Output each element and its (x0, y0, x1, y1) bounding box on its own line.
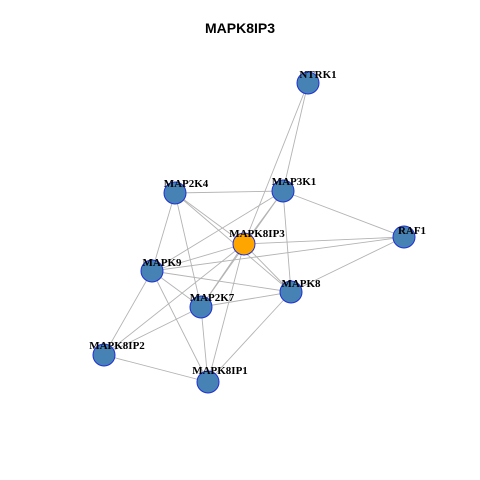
node-label-mapk8ip3: MAPK8IP3 (229, 228, 285, 240)
edge-map3k1-raf1 (282, 190, 405, 238)
node-label-map3k1: MAP3K1 (272, 176, 317, 188)
edge-raf1-mapk9 (151, 236, 405, 272)
edge-map2k4-mapk8ip3 (174, 192, 245, 245)
edge-mapk8ip3-mapk8ip2 (103, 243, 245, 356)
node-mapk8ip3[interactable] (232, 232, 256, 256)
node-label-map2k7: MAP2K7 (190, 292, 235, 304)
edge-map3k1-mapk9 (151, 190, 284, 272)
node-map3k1[interactable] (271, 179, 295, 203)
node-map2k4[interactable] (163, 181, 187, 205)
edge-raf1-mapk8 (290, 236, 405, 293)
edge-mapk8ip3-mapk8ip1 (207, 243, 245, 383)
node-raf1[interactable] (392, 225, 416, 249)
chart-title: MAPK8IP3 (204, 20, 276, 36)
edge-mapk9-mapk8ip2 (103, 270, 153, 356)
edge-mapk8ip2-mapk8ip1 (103, 354, 209, 383)
node-label-mapk8ip1: MAPK8IP1 (192, 365, 248, 377)
node-map2k7[interactable] (189, 295, 213, 319)
edge-ntrk1-map3k1 (282, 82, 309, 192)
node-mapk8[interactable] (279, 280, 303, 304)
node-label-mapk8ip2: MAPK8IP2 (89, 340, 145, 352)
edge-mapk9-mapk8 (151, 270, 292, 293)
edge-mapk8ip3-mapk9 (151, 243, 245, 272)
edge-mapk8ip3-raf1 (243, 236, 405, 245)
node-mapk8ip1[interactable] (196, 370, 220, 394)
node-mapk9[interactable] (140, 259, 164, 283)
edge-map2k7-mapk8ip1 (200, 306, 209, 383)
edge-mapk8-map2k7 (200, 291, 292, 308)
node-label-mapk8: MAPK8 (281, 278, 321, 290)
edge-mapk8ip3-map2k7 (200, 243, 245, 308)
edge-mapk8-mapk8ip1 (207, 291, 292, 383)
nodes-layer (92, 71, 416, 394)
node-mapk8ip2[interactable] (92, 343, 116, 367)
edge-mapk9-mapk8ip1 (151, 270, 209, 383)
edge-map2k7-mapk8ip2 (103, 306, 202, 356)
edge-ntrk1-mapk8ip3 (243, 82, 309, 245)
edge-map3k1-mapk8 (282, 190, 292, 293)
node-label-map2k4: MAP2K4 (164, 178, 209, 190)
node-label-raf1: RAF1 (398, 225, 426, 237)
edge-map2k4-map3k1 (174, 190, 284, 194)
node-ntrk1[interactable] (296, 71, 320, 95)
edge-map2k4-map2k7 (174, 192, 202, 308)
node-label-mapk9: MAPK9 (142, 257, 182, 269)
edge-map2k4-mapk9 (151, 192, 176, 272)
node-label-ntrk1: NTRK1 (299, 69, 336, 81)
